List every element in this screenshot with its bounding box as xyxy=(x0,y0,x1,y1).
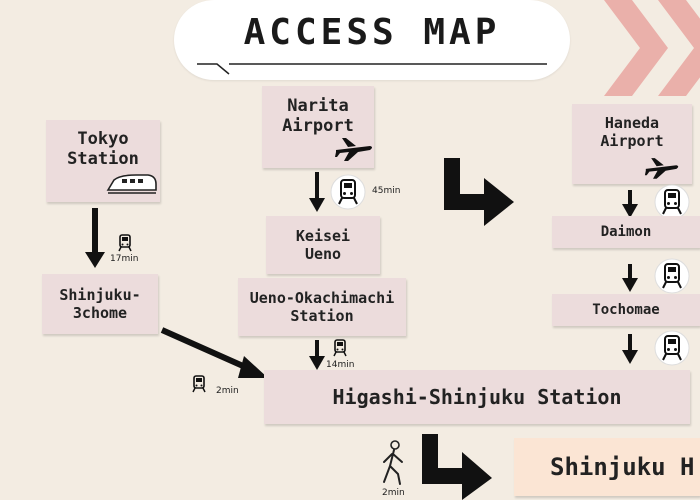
station-ueno-okachimachi: Ueno-Okachimachi Station xyxy=(238,278,406,336)
page-title: ACCESS MAP xyxy=(243,12,501,53)
station-tokyo: Tokyo Station xyxy=(46,120,160,202)
station-daimon: Daimon xyxy=(552,216,700,248)
station-haneda-airport: Haneda Airport xyxy=(572,104,692,184)
destination-box: Shinjuku H xyxy=(514,438,700,496)
arrow-down-icon xyxy=(622,264,638,292)
station-tochomae: Tochomae xyxy=(552,294,700,326)
title-underline xyxy=(197,63,547,75)
station-keisei-ueno: Keisei Ueno xyxy=(266,216,380,274)
train-icon xyxy=(192,375,206,393)
arrow-down-icon xyxy=(85,208,105,268)
station-tokyo-label: Tokyo Station xyxy=(67,128,139,169)
walking-person-icon xyxy=(383,440,403,485)
station-narita-airport-label: Narita Airport xyxy=(282,96,354,137)
arrow-turn-right-icon xyxy=(422,434,492,500)
title-banner: ACCESS MAP xyxy=(174,0,570,80)
arrow-diagonal-icon xyxy=(160,327,268,378)
arrow-turn-right-icon xyxy=(444,158,514,226)
station-higashi-shinjuku: Higashi-Shinjuku Station xyxy=(264,370,690,424)
arrow-down-icon xyxy=(622,334,638,364)
time-ueno-higashi: 14min xyxy=(326,360,355,370)
station-haneda-airport-label: Haneda Airport xyxy=(600,114,664,150)
chevron-right-decoration-icon xyxy=(604,0,700,96)
arrow-down-icon xyxy=(622,190,638,218)
train-icon xyxy=(333,339,347,357)
time-walk: 2min xyxy=(382,488,405,498)
station-shinjuku-3chome-label: Shinjuku- 3chome xyxy=(59,286,141,322)
arrow-down-icon xyxy=(309,340,325,370)
time-narita-keisei: 45min xyxy=(372,186,401,196)
station-ueno-okachimachi-label: Ueno-Okachimachi Station xyxy=(249,289,395,325)
time-shinjuku3-higashi: 2min xyxy=(216,386,239,396)
train-icon xyxy=(330,174,366,210)
airplane-icon xyxy=(335,138,372,161)
bullet-train-icon xyxy=(106,174,157,194)
station-daimon-label: Daimon xyxy=(600,223,652,240)
destination-label: Shinjuku H xyxy=(550,452,695,481)
train-icon xyxy=(654,258,690,294)
station-higashi-shinjuku-label: Higashi-Shinjuku Station xyxy=(332,385,622,409)
arrow-down-icon xyxy=(309,172,325,212)
train-icon xyxy=(654,184,690,220)
airplane-icon xyxy=(644,158,679,179)
train-icon xyxy=(118,234,132,252)
time-tokyo-shinjuku3: 17min xyxy=(110,254,139,264)
station-keisei-ueno-label: Keisei Ueno xyxy=(295,227,351,263)
station-tochomae-label: Tochomae xyxy=(592,301,660,318)
station-shinjuku-3chome: Shinjuku- 3chome xyxy=(42,274,158,334)
train-icon xyxy=(654,330,690,366)
